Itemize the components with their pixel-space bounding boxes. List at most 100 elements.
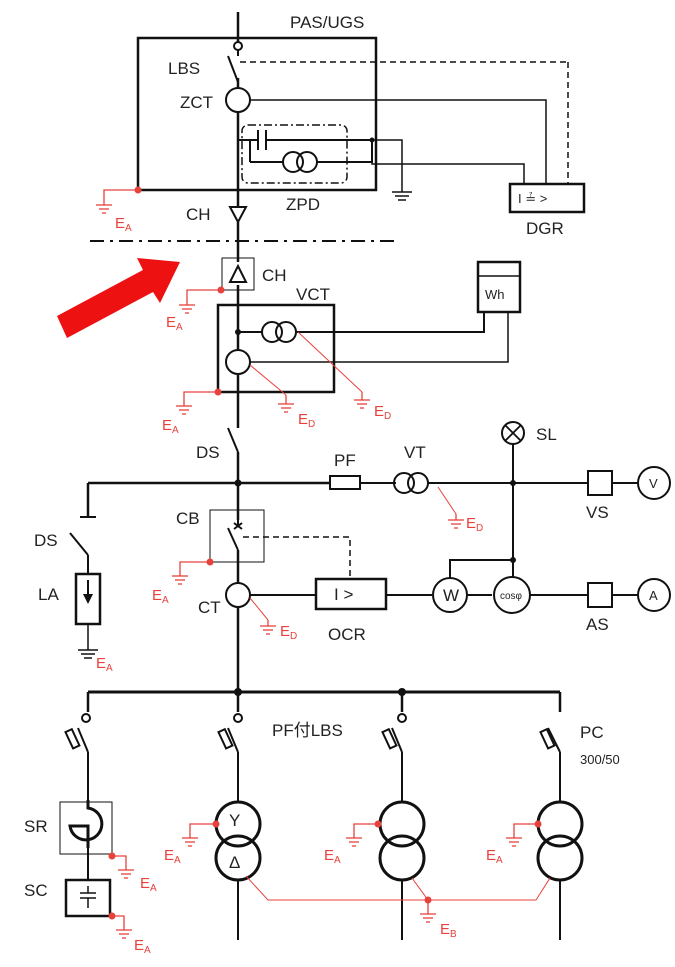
zct-wire [250,99,547,184]
vct-ct-earth-icon [278,395,294,413]
wh-label: Wh [485,287,505,302]
cb-box [209,509,265,563]
ct-earth-icon [260,620,276,635]
vct-vt-earth-label: ED [374,403,391,422]
ct-label: CT [198,598,221,617]
sr-label: SR [24,817,48,836]
ds-main-label: DS [196,443,220,462]
as-switch [587,582,613,608]
ch-mid-box [221,257,255,291]
sc-earth-label: EA [134,937,151,956]
cos-meter-label: cosφ [500,591,523,602]
sr-earth-label: EA [140,875,157,894]
pas-ugs-box: PAS/UGS [136,13,378,192]
vt-label: VT [404,443,426,462]
zpd-label: ZPD [286,195,320,214]
vt-earth-wire [437,486,457,515]
dgr-relay [508,182,586,214]
sr-box [59,801,113,855]
vs-switch [587,470,613,496]
ocr-symbol: I > [334,585,353,604]
b-earth-wires [245,875,551,901]
b-earth-icon [420,900,436,923]
ch-earth-label: EA [166,314,183,333]
vct-ct-earth-wire [249,364,287,396]
zpd-box [241,124,348,184]
pc-rating: 300/50 [580,752,620,767]
lbs-switch [227,41,243,88]
la-label: LA [38,585,59,604]
ds-main-switch [227,427,239,453]
vct-label: VCT [296,285,330,304]
sc-label: SC [24,881,48,900]
vct-ct-wire [250,312,509,363]
vct-ct-symbol [225,349,251,375]
zpd-dgr-wire [371,140,525,184]
zct-symbol [225,87,251,113]
cb-switch [227,520,243,551]
pc-label: PC [580,723,604,742]
zct-label: ZCT [180,93,213,112]
pf-lbs-feeder-2 [217,713,243,802]
tr1-earth-icon [182,823,216,847]
sl-node [510,480,516,486]
dgr-label: DGR [526,219,564,238]
ch-top-symbol [228,206,248,225]
ct-earth-label: ED [280,623,297,642]
transformer-1-primary: Y [229,811,240,830]
vt-symbol [393,472,429,494]
sr-reactor-icon [68,800,104,848]
tr1-earth-label: EA [164,847,181,866]
ocr-label: OCR [328,625,366,644]
dgr-symbol: I ≟ > [518,191,547,206]
vt-earth-label: ED [466,515,483,534]
ch-mid-label: CH [262,266,287,285]
pf-lbs-feeder-4 [539,727,561,802]
pas-earth-label: EA [115,215,132,234]
transformer-3 [536,800,584,882]
vct-earth-label: EA [162,417,179,436]
tr3-earth-label: EA [486,847,503,866]
pas-earth-icon [96,189,138,214]
pf-lbs-feeder-3 [381,713,407,802]
ct-earth-wire [249,597,269,621]
zpd-capacitor [238,130,372,150]
la-earth-icon [78,624,98,659]
pf-label: PF [334,451,356,470]
pf-lbs-label: PF付LBS [272,721,343,740]
vct-ct-earth-label: ED [298,411,315,430]
vs-label: VS [586,503,609,522]
vct-box [216,303,336,394]
la-earth-label: EA [96,655,113,674]
ch-earth-icon [179,289,221,314]
pf-fuse [329,475,361,490]
ct-symbol [225,582,251,608]
cb-earth-icon [172,561,210,585]
vct-vt-symbol [238,312,485,343]
lbs-label: LBS [168,59,200,78]
ammeter-icon [637,578,671,612]
a-meter-label: A [649,588,658,603]
sl-label: SL [536,425,557,444]
ch-top-label: CH [186,205,211,224]
red-arrow-icon [57,258,180,338]
cb-earth-label: EA [152,587,169,606]
ocr-trip-link [243,536,351,578]
cb-label: CB [176,509,200,528]
ds-branch-switch [69,516,96,574]
as-label: AS [586,615,609,634]
ds-branch-label: DS [34,531,58,550]
tr2-earth-label: EA [324,847,341,866]
wh-meter [476,260,522,314]
w-voltage-wire [449,559,513,578]
zpd-ground-icon [392,191,412,201]
vt-earth-icon [448,514,464,529]
sc-capacitor-icon [80,886,96,908]
sc-earth-icon [112,915,132,939]
transformer-1-secondary: Δ [229,853,240,872]
voltmeter-icon [637,466,671,500]
zpd-transformer [249,140,373,173]
vct-vt-earth-icon [354,392,370,409]
ch-mid-symbol [228,263,248,283]
